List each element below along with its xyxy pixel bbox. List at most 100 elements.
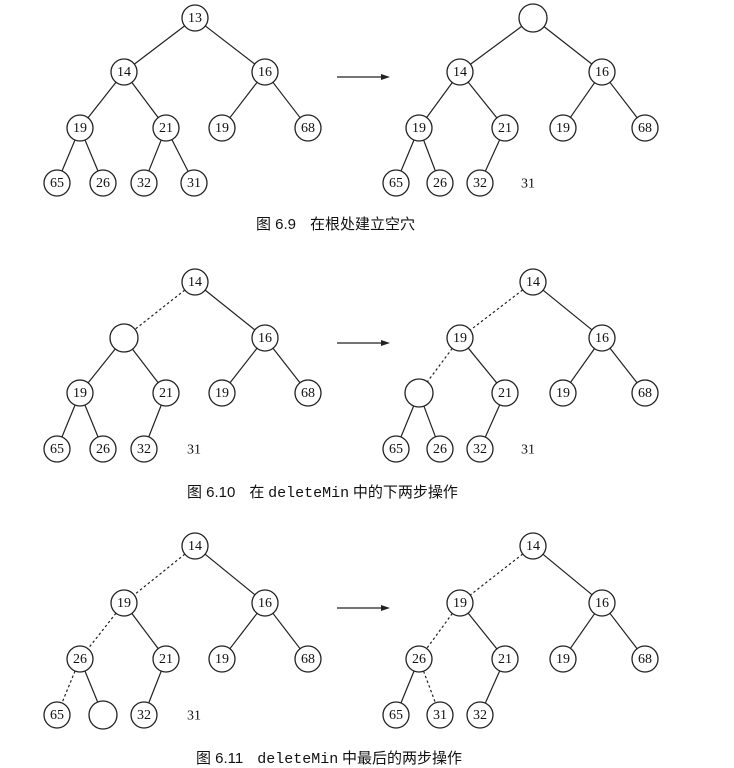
heap-node	[426, 701, 454, 729]
heap-node	[130, 701, 158, 729]
heap-node	[588, 324, 616, 352]
heap-node	[491, 379, 519, 407]
node-key-label: 26	[412, 652, 426, 667]
tree-edge	[204, 553, 256, 596]
heap-node	[180, 169, 208, 197]
tree-edge	[87, 81, 117, 119]
tree-edge	[148, 404, 162, 438]
percolation-path-edge	[426, 613, 453, 649]
node-key-label: 19	[215, 121, 229, 136]
node-key-label: 26	[96, 176, 110, 191]
heap-node	[66, 114, 94, 142]
arrow-head-icon	[381, 605, 390, 611]
tree-edge	[148, 139, 162, 172]
caption-text: 中的下两步操作	[349, 485, 458, 501]
node-key-label: 19	[215, 652, 229, 667]
tree-edge	[229, 81, 258, 119]
heap-node	[631, 114, 659, 142]
tree-edge	[542, 553, 593, 596]
tree-edge	[131, 82, 159, 118]
caption-code: deleteMin	[257, 751, 339, 768]
heap-node	[66, 379, 94, 407]
node-key-label: 16	[595, 331, 609, 346]
heap-node	[43, 701, 71, 729]
node-key-label: 32	[473, 176, 487, 191]
heap-node	[549, 114, 577, 142]
tree-edge	[400, 139, 415, 172]
heap-node	[130, 435, 158, 463]
displaced-element-label: 31	[521, 443, 535, 458]
tree-edge	[423, 404, 436, 438]
tree-edge	[484, 139, 501, 172]
displaced-element-label: 31	[187, 443, 201, 458]
heap-node	[631, 379, 659, 407]
percolation-path-edge	[469, 553, 524, 596]
node-key-label: 16	[258, 65, 272, 80]
displaced-element-label: 31	[187, 709, 201, 724]
node-key-label: 19	[412, 121, 426, 136]
tree-edge	[133, 25, 186, 65]
node-key-label: 26	[433, 442, 447, 457]
tree-edge	[84, 139, 99, 172]
tree-edge	[400, 404, 415, 438]
tree-edge	[61, 139, 76, 172]
heap-node	[251, 589, 279, 617]
heap-node	[152, 645, 180, 673]
tree-edge	[542, 25, 593, 65]
heap-node	[152, 114, 180, 142]
node-key-label: 19	[73, 386, 87, 401]
node-key-label: 65	[389, 442, 403, 457]
tree-edge	[569, 613, 596, 649]
node-key-label: 21	[159, 652, 173, 667]
heap-node	[588, 58, 616, 86]
heap-node	[294, 645, 322, 673]
node-key-label: 32	[473, 442, 487, 457]
hole-node	[88, 700, 118, 730]
tree-edge	[467, 81, 498, 119]
tree-edge	[569, 82, 596, 118]
caption-text: 在	[249, 485, 269, 501]
heap-node	[446, 58, 474, 86]
node-key-label: 65	[50, 176, 64, 191]
node-key-label: 68	[301, 386, 315, 401]
heap-node	[491, 114, 519, 142]
node-key-label: 19	[556, 121, 570, 136]
percolation-path-edge	[423, 670, 436, 704]
tree-edge	[484, 670, 501, 704]
tree-edge	[423, 139, 436, 172]
caption-text: 在根处建立空穴	[310, 217, 416, 233]
heap-node	[152, 379, 180, 407]
tree-edge	[570, 348, 595, 383]
node-key-label: 21	[498, 386, 512, 401]
heap-node	[66, 645, 94, 673]
node-key-label: 14	[453, 65, 467, 80]
node-key-label: 68	[638, 121, 652, 136]
tree-edge	[204, 25, 256, 65]
heap-node	[446, 589, 474, 617]
node-key-label: 16	[258, 331, 272, 346]
tree-edge	[272, 81, 301, 119]
node-key-label: 16	[595, 596, 609, 611]
heap-node	[181, 532, 209, 560]
heap-node	[89, 435, 117, 463]
node-key-label: 19	[453, 596, 467, 611]
percolation-path-edge	[87, 612, 117, 650]
heap-node	[251, 58, 279, 86]
node-key-label: 19	[453, 331, 467, 346]
node-key-label: 26	[96, 442, 110, 457]
tree-edge	[467, 612, 498, 650]
heap-node	[491, 645, 519, 673]
hole-node	[518, 3, 548, 33]
percolation-path-edge	[133, 289, 186, 331]
heap-node	[130, 169, 158, 197]
node-key-label: 32	[137, 176, 151, 191]
node-key-label: 21	[159, 121, 173, 136]
figure-number: 图 6.10	[187, 484, 236, 501]
tree-edge	[609, 347, 638, 384]
tree-edge	[426, 82, 453, 118]
hole-node	[404, 378, 434, 408]
displaced-element-label: 31	[521, 177, 535, 192]
heap-node	[382, 435, 410, 463]
heap-node	[405, 645, 433, 673]
